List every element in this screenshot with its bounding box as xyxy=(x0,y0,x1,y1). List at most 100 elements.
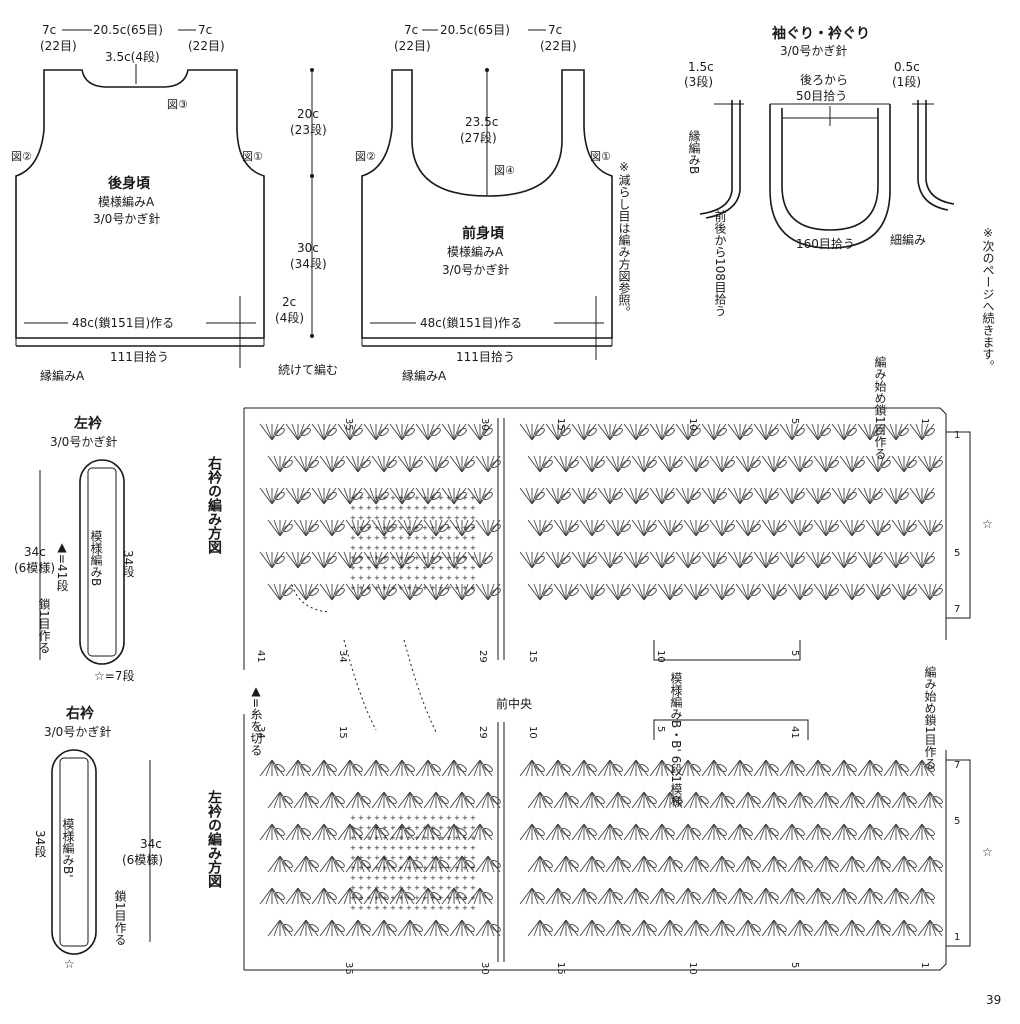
sc-mark: + xyxy=(422,874,428,882)
stitch-fan xyxy=(441,887,467,905)
back-shoulder-right-sts: (22目) xyxy=(188,39,225,53)
sc-mark: + xyxy=(398,534,404,542)
armhole-neck-title: 袖ぐり・衿ぐり xyxy=(772,25,870,42)
stitch-fan xyxy=(519,487,545,505)
stitch-fan xyxy=(865,583,891,601)
sc-mark: + xyxy=(366,574,372,582)
front-fig1: 図① xyxy=(590,150,611,163)
stitch-fan xyxy=(839,919,865,937)
back-body-height: 30c xyxy=(297,241,319,255)
sc-mark: + xyxy=(462,844,468,852)
sc-mark: + xyxy=(382,534,388,542)
stitch-fan xyxy=(319,455,345,473)
sc-mark: + xyxy=(454,504,460,512)
stitch-fan xyxy=(891,519,917,537)
back-fig2: 図② xyxy=(11,150,32,163)
stitch-fan xyxy=(397,791,423,809)
sc-mark: + xyxy=(462,544,468,552)
stitch-fan xyxy=(891,791,917,809)
stitch-fan xyxy=(259,487,285,505)
side-row-number: 1 xyxy=(954,430,960,441)
sc-mark: + xyxy=(414,884,420,892)
sc-mark: + xyxy=(366,554,372,562)
sc-mark: + xyxy=(454,824,460,832)
sc-mark: + xyxy=(406,524,412,532)
stitch-fan xyxy=(345,519,371,537)
sc-mark: + xyxy=(454,514,460,522)
sc-mark: + xyxy=(470,824,476,832)
stitch-fan xyxy=(311,759,337,777)
stitch-fan xyxy=(259,759,285,777)
stitch-fan xyxy=(319,791,345,809)
sc-mark: + xyxy=(414,864,420,872)
stitch-fan xyxy=(579,519,605,537)
left-collar-star: ☆=7段 xyxy=(94,668,134,683)
sc-mark: + xyxy=(422,894,428,902)
sc-mark: + xyxy=(422,884,428,892)
sc-mark: + xyxy=(390,884,396,892)
stitch-fan xyxy=(657,791,683,809)
left-collar-length: 34c xyxy=(24,545,46,559)
sc-mark: + xyxy=(438,834,444,842)
sc-mark: + xyxy=(446,514,452,522)
sc-mark: + xyxy=(358,554,364,562)
sc-mark: + xyxy=(398,814,404,822)
stitch-fan xyxy=(805,551,831,569)
sc-mark: + xyxy=(438,894,444,902)
collar-charts: 右衿の編み方図 左衿の編み方図 ++++++++++++++++++++++++… xyxy=(206,355,993,975)
sc-mark: + xyxy=(374,854,380,862)
stitch-fan xyxy=(623,551,649,569)
sc-mark: + xyxy=(406,864,412,872)
sc-mark: + xyxy=(454,494,460,502)
sc-mark: + xyxy=(406,554,412,562)
sc-mark: + xyxy=(430,554,436,562)
col-number: 10 xyxy=(687,418,698,431)
sc-mark: + xyxy=(422,584,428,592)
sc-mark: + xyxy=(422,814,428,822)
stitch-fan xyxy=(259,823,285,841)
sc-mark: + xyxy=(470,814,476,822)
sc-mark: + xyxy=(422,844,428,852)
right-collar-rows: 34段 xyxy=(33,830,47,858)
sc-mark: + xyxy=(406,494,412,502)
stitch-fan xyxy=(285,487,311,505)
sc-mark: + xyxy=(390,894,396,902)
stitch-fan xyxy=(649,887,675,905)
sc-mark: + xyxy=(446,574,452,582)
sc-mark: + xyxy=(470,564,476,572)
row-number: 41 xyxy=(255,650,266,663)
sc-mark: + xyxy=(414,584,420,592)
right-chart-title: 右衿の編み方図 xyxy=(206,455,223,555)
sc-mark: + xyxy=(438,864,444,872)
start-label-bottom: 編み始め鎖1目作る xyxy=(923,665,937,770)
sc-mark: + xyxy=(414,554,420,562)
cut-yarn-label: ▲=糸を切る xyxy=(249,684,263,756)
sc-mark: + xyxy=(438,584,444,592)
sc-mark: + xyxy=(406,564,412,572)
sc-mark: + xyxy=(462,904,468,912)
stitch-fan xyxy=(475,855,501,873)
sc-mark: + xyxy=(438,874,444,882)
sc-mark: + xyxy=(374,894,380,902)
sc-mark: + xyxy=(366,824,372,832)
sc-mark: + xyxy=(470,574,476,582)
armhole-border-b: 縁編みB xyxy=(687,129,701,175)
stitch-fan xyxy=(545,423,571,441)
sc-mark: + xyxy=(430,864,436,872)
stitch-fan xyxy=(519,551,545,569)
stitch-fan xyxy=(701,823,727,841)
stitch-fan xyxy=(909,887,935,905)
stitch-fan xyxy=(475,519,501,537)
stitch-fan xyxy=(267,455,293,473)
stitch-fan xyxy=(285,823,311,841)
stitch-fan xyxy=(571,551,597,569)
sc-mark: + xyxy=(398,494,404,502)
sc-mark: + xyxy=(366,904,372,912)
stitch-fan xyxy=(675,823,701,841)
sc-mark: + xyxy=(350,844,356,852)
sc-mark: + xyxy=(366,514,372,522)
stitch-fan xyxy=(683,519,709,537)
sc-mark: + xyxy=(358,544,364,552)
stitch-fan xyxy=(267,791,293,809)
sc-mark: + xyxy=(462,534,468,542)
